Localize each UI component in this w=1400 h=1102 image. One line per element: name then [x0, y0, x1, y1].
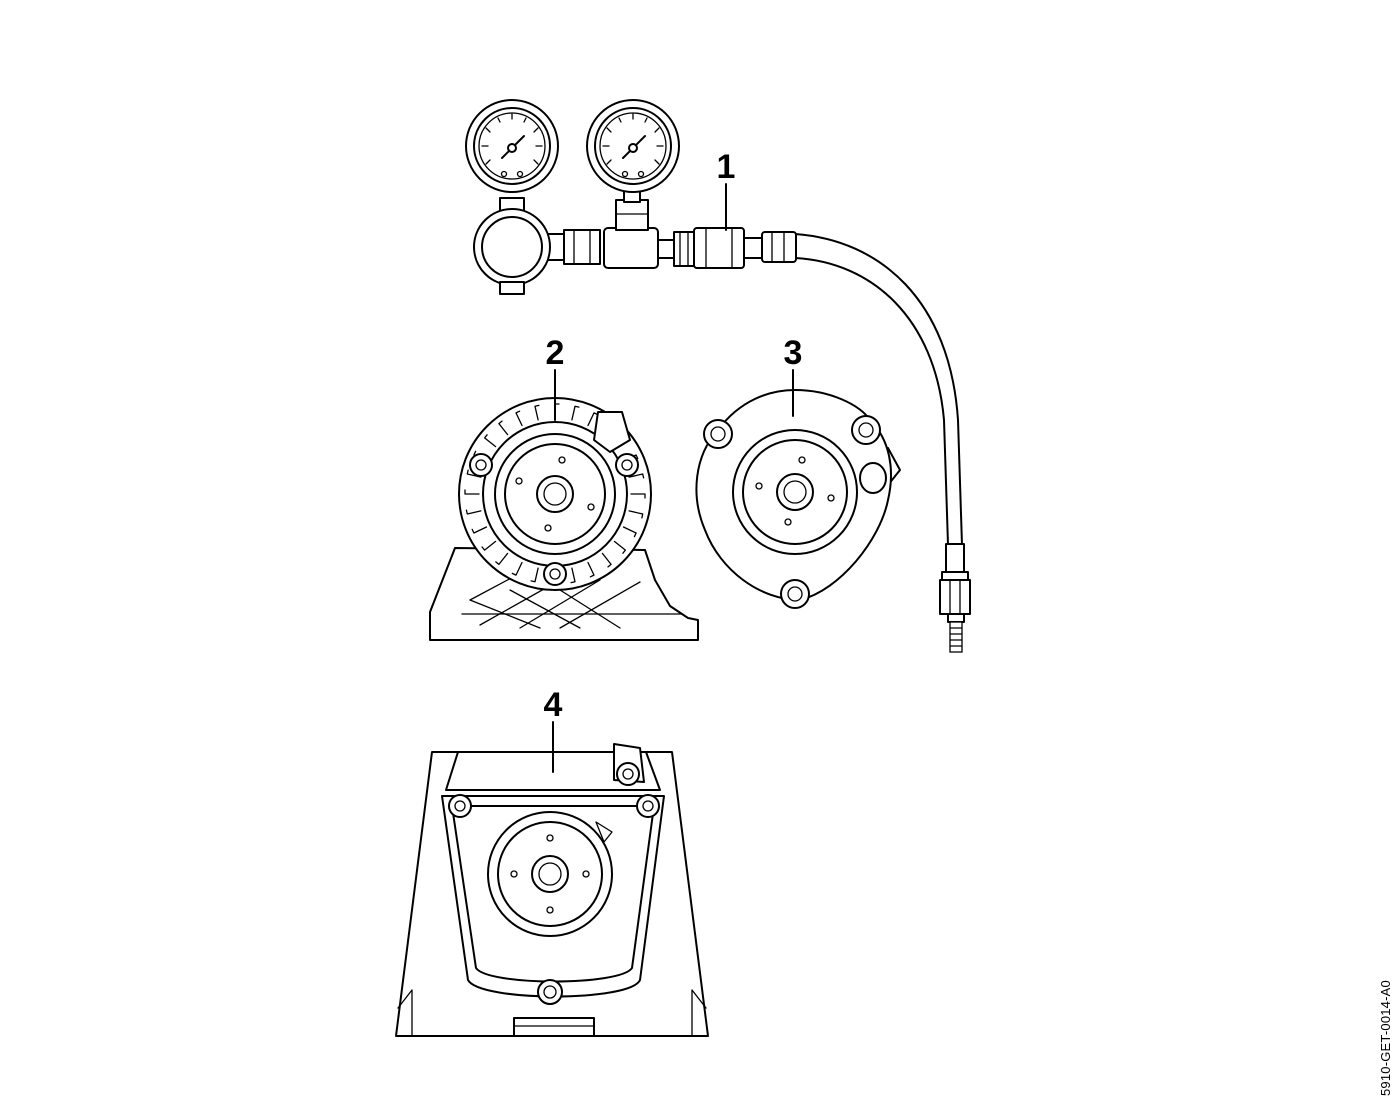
bracket-rib [613, 540, 627, 554]
bracket-rib [530, 567, 539, 583]
document-id: 5910-GET-0014-A0 [1378, 980, 1393, 1096]
pump-support-bracket-icon [429, 369, 699, 641]
bracket-rib [570, 567, 576, 584]
bracket-rib [587, 412, 599, 427]
bracket-rib [630, 493, 646, 499]
callout-3: 3 [784, 334, 803, 372]
bracket-rib [571, 405, 580, 421]
callout-2: 2 [546, 334, 565, 372]
bracket-rib [495, 552, 509, 566]
bracket-rib [628, 473, 645, 479]
pump-housing-icon [395, 721, 709, 1037]
bracket-rib [511, 561, 523, 576]
bracket-rib [481, 540, 497, 551]
bracket-rib [464, 489, 480, 495]
bracket-rib [628, 510, 644, 519]
pressure-gauge-assembly-icon [465, 99, 971, 653]
bracket-rib [471, 526, 488, 534]
callout-4: 4 [544, 686, 563, 724]
bracket-rib [465, 509, 482, 515]
bracket-rib [534, 404, 540, 421]
bracket-rib [483, 434, 497, 448]
pump-flange-cover-icon [695, 369, 901, 609]
callout-1: 1 [717, 148, 736, 186]
bracket-rib [601, 552, 612, 568]
bracket-rib [515, 410, 523, 427]
bracket-rib [498, 420, 509, 436]
bracket-rib [622, 526, 637, 538]
bracket-rib [587, 561, 595, 578]
